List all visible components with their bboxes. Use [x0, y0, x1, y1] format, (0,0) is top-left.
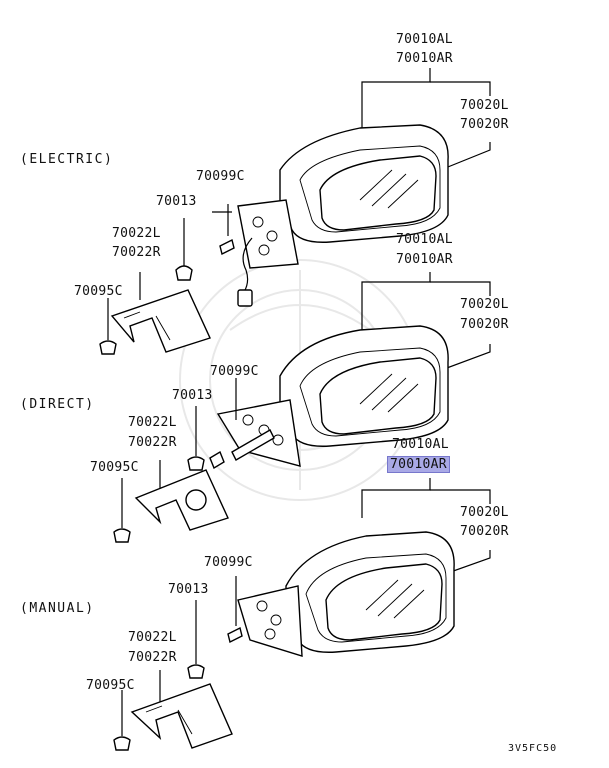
- part-label-mirror-assy-l[interactable]: 70010AL: [396, 32, 453, 47]
- part-label-screw[interactable]: 70099C: [204, 555, 253, 570]
- part-label-clip[interactable]: 70095C: [90, 460, 139, 475]
- part-label-cover-l[interactable]: 70022L: [128, 630, 177, 645]
- diagram-code: 3V5FC50: [508, 743, 558, 754]
- part-label-clip[interactable]: 70095C: [74, 284, 123, 299]
- part-label-glass-r[interactable]: 70020R: [460, 117, 509, 132]
- part-label-glass-l[interactable]: 70020L: [460, 297, 509, 312]
- part-label-cover-l[interactable]: 70022L: [128, 415, 177, 430]
- part-label-cover-r[interactable]: 70022R: [112, 245, 161, 260]
- section-label-direct: (DIRECT): [20, 397, 95, 412]
- part-label-mirror-assy-r-highlighted[interactable]: 70010AR: [387, 456, 450, 473]
- part-label-grommet[interactable]: 70013: [168, 582, 209, 597]
- electric-mirror-drawing: [99, 68, 491, 355]
- part-label-cover-l[interactable]: 70022L: [112, 226, 161, 241]
- part-label-mirror-assy-l[interactable]: 70010AL: [392, 437, 449, 452]
- direct-mirror-drawing: [113, 272, 491, 543]
- part-label-screw[interactable]: 70099C: [196, 169, 245, 184]
- part-label-glass-l[interactable]: 70020L: [460, 505, 509, 520]
- part-label-clip[interactable]: 70095C: [86, 678, 135, 693]
- part-label-screw[interactable]: 70099C: [210, 364, 259, 379]
- part-label-mirror-assy-r[interactable]: 70010AR: [396, 252, 453, 267]
- part-label-glass-l[interactable]: 70020L: [460, 98, 509, 113]
- part-label-cover-r[interactable]: 70022R: [128, 435, 177, 450]
- part-label-cover-r[interactable]: 70022R: [128, 650, 177, 665]
- part-label-mirror-assy-l[interactable]: 70010AL: [396, 232, 453, 247]
- part-label-mirror-assy-r[interactable]: 70010AR: [396, 51, 453, 66]
- section-label-electric: (ELECTRIC): [20, 152, 114, 167]
- part-label-glass-r[interactable]: 70020R: [460, 317, 509, 332]
- part-label-glass-r[interactable]: 70020R: [460, 524, 509, 539]
- part-label-grommet[interactable]: 70013: [156, 194, 197, 209]
- part-label-grommet[interactable]: 70013: [172, 388, 213, 403]
- section-label-manual: (MANUAL): [20, 601, 95, 616]
- manual-mirror-drawing: [113, 478, 491, 751]
